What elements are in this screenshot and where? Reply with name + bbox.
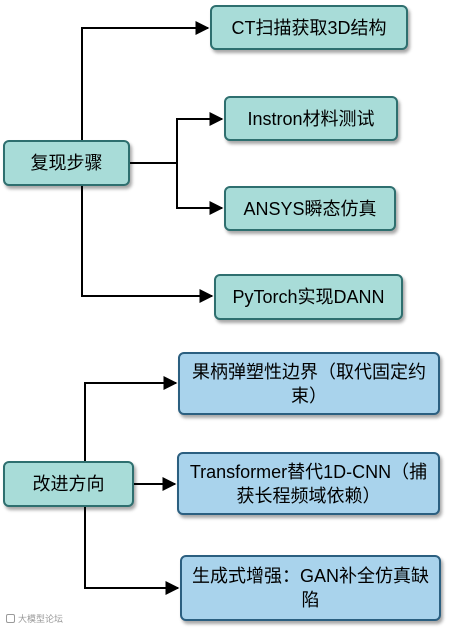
reproduction-steps-node: 复现步骤	[3, 140, 130, 186]
watermark-logo-icon	[6, 614, 15, 623]
ct-scan-node: CT扫描获取3D结构	[210, 5, 408, 50]
watermark-text: 大模型论坛	[18, 614, 64, 624]
watermark: 大模型论坛	[6, 612, 63, 625]
edge-to-ansys	[176, 163, 224, 215]
transformer-node: Transformer替代1D-CNN（捕获长程频域依赖）	[177, 452, 440, 515]
edge-to-pytorch	[81, 163, 214, 303]
fruit-stem-boundary-node: 果柄弹塑性边界（取代固定约束）	[178, 352, 440, 415]
pytorch-dann-node: PyTorch实现DANN	[214, 274, 403, 320]
edge-to-instron	[130, 112, 224, 164]
instron-test-node: Instron材料测试	[224, 96, 398, 141]
ansys-simulation-node: ANSYS瞬态仿真	[224, 186, 396, 231]
edge-to-gan	[84, 484, 180, 595]
improvement-directions-node: 改进方向	[3, 461, 134, 507]
gan-augmentation-node: 生成式增强：GAN补全仿真缺陷	[180, 555, 441, 621]
